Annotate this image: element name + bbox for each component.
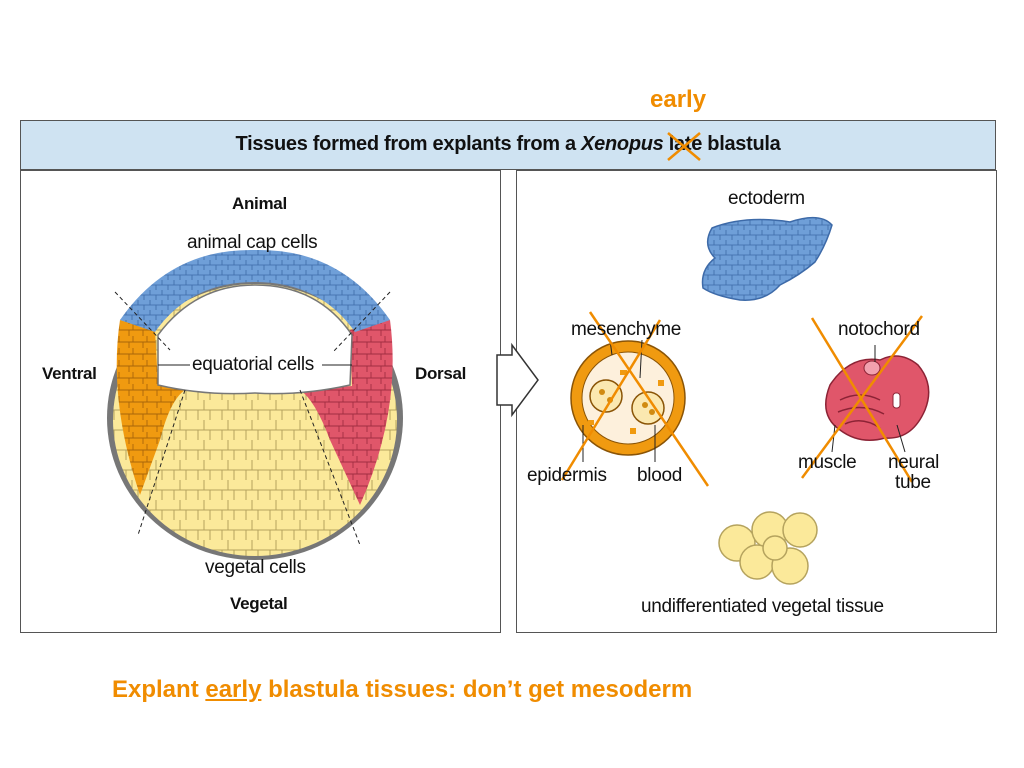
species-name: Xenopus	[581, 133, 664, 155]
neural-label: neural	[888, 452, 940, 473]
blastocoel	[157, 284, 353, 395]
equatorial-cells-label: equatorial cells	[192, 354, 314, 375]
animal-cap-cells-label: animal cap cells	[187, 232, 318, 253]
early-annotation: early	[650, 86, 707, 113]
ventral-equatorial-region	[116, 320, 185, 495]
ectoderm-label: ectoderm	[728, 188, 805, 209]
vegetal-cells-label: vegetal cells	[205, 557, 306, 578]
ventral-label: Ventral	[42, 364, 97, 383]
muscle-label: muscle	[798, 452, 857, 473]
dorsal-equatorial-region	[300, 320, 393, 505]
mesenchyme-label: mesenchyme	[571, 319, 681, 340]
cross-notochord-a	[810, 317, 914, 483]
arrow-right-icon	[496, 342, 539, 418]
vegetal-label: Vegetal	[230, 594, 288, 613]
cross-title-b	[667, 132, 701, 161]
cross-mesenchyme-a	[588, 311, 710, 487]
early-underlined: early	[205, 676, 262, 703]
animal-cap-region	[120, 249, 390, 332]
undifferentiated-label: undifferentiated vegetal tissue	[641, 596, 884, 617]
figure-title: Tissues formed from explants from a Xeno…	[235, 133, 781, 155]
cross-mesenchyme-b	[560, 319, 662, 481]
animal-label: Animal	[232, 194, 287, 213]
notochord-explant	[825, 345, 930, 453]
blood-label: blood	[637, 465, 682, 486]
mesenchyme-explant	[570, 339, 686, 462]
ectoderm-tissue	[701, 216, 833, 301]
title-banner: Tissues formed from explants from a Xeno…	[20, 120, 996, 170]
epidermis-label: epidermis	[527, 465, 607, 486]
blastula-diagram	[107, 249, 403, 560]
dorsal-label: Dorsal	[415, 364, 467, 383]
cross-notochord-b	[800, 315, 924, 479]
cross-marks	[560, 132, 924, 487]
footer-caption: Explant early blastula tissues: don’t ge…	[112, 676, 693, 703]
notochord-label: notochord	[838, 319, 920, 340]
tube-label: tube	[895, 472, 931, 493]
vegetal-tissue	[718, 511, 818, 585]
